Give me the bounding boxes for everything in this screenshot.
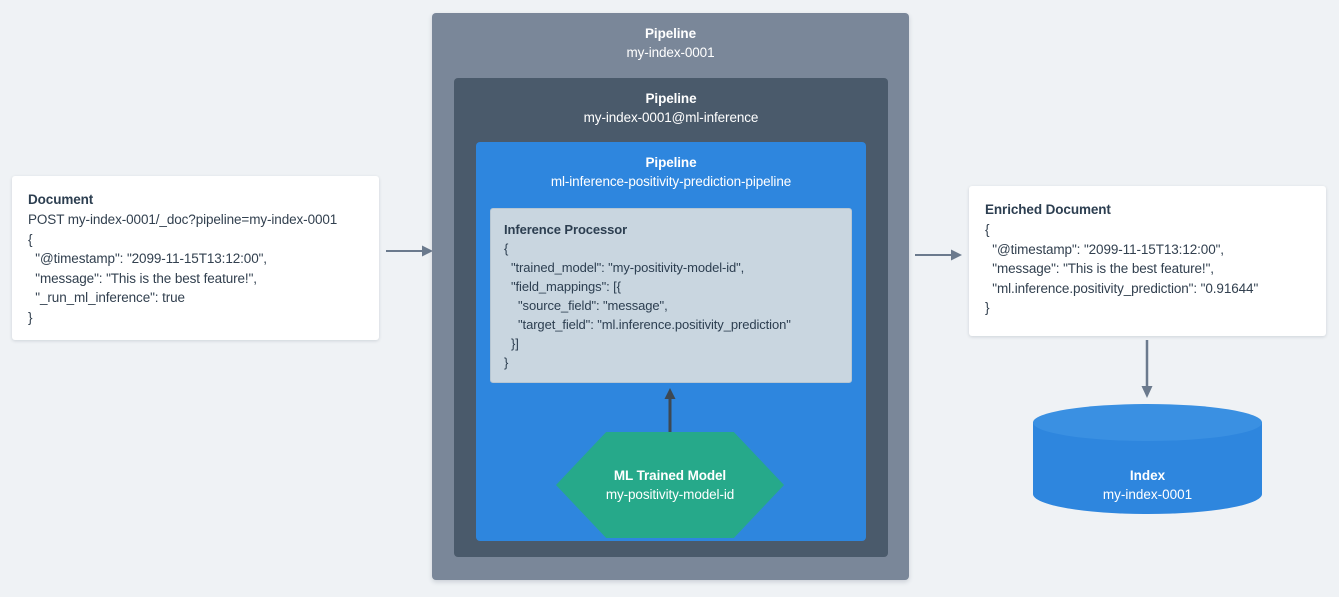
- inference-processor-line: "source_field": "message",: [504, 298, 668, 313]
- pipeline-middle-header: Pipeline my-index-0001@ml-inference: [454, 78, 888, 127]
- enriched-document-line: "message": "This is the best feature!",: [985, 261, 1214, 276]
- inference-processor-title: Inference Processor: [504, 222, 628, 237]
- index-value: my-index-0001: [1102, 487, 1193, 502]
- document-line: "_run_ml_inference": true: [28, 290, 185, 305]
- enriched-document-line: "ml.inference.positivity_prediction": "0…: [985, 280, 1259, 296]
- pipeline-outer-value: my-index-0001: [626, 45, 715, 60]
- inference-processor-line: }]: [504, 336, 519, 351]
- pipeline-outer-header: Pipeline my-index-0001: [432, 13, 909, 62]
- enriched-document-line: "@timestamp": "2099-11-15T13:12:00",: [985, 241, 1224, 257]
- document-card: Document POST my-index-0001/_doc?pipelin…: [12, 176, 379, 340]
- ml-trained-model-hexagon: ML Trained Model my-positivity-model-id: [556, 432, 784, 538]
- document-title: Document: [28, 192, 94, 207]
- document-line: POST my-index-0001/_doc?pipeline=my-inde…: [28, 212, 338, 227]
- arrow-document-to-pipeline: [386, 245, 433, 257]
- index-label: Index: [1129, 468, 1166, 483]
- document-line: }: [28, 309, 33, 325]
- ml-model-value: my-positivity-model-id: [605, 487, 735, 502]
- inference-processor-box: Inference Processor { "trained_model": "…: [490, 208, 852, 383]
- document-line: "@timestamp": "2099-11-15T13:12:00",: [28, 251, 267, 266]
- pipeline-outer-label: Pipeline: [645, 26, 696, 41]
- inference-processor-line: }: [504, 355, 509, 370]
- document-line: {: [28, 231, 33, 247]
- arrow-pipeline-to-enriched-document: [915, 249, 962, 261]
- document-line: "message": "This is the best feature!",: [28, 270, 257, 286]
- cylinder-top-ellipse: [1033, 404, 1262, 441]
- inference-processor-line: "target_field": "ml.inference.positivity…: [504, 317, 791, 332]
- pipeline-inner-header: Pipeline ml-inference-positivity-predict…: [476, 142, 866, 191]
- ml-model-label: ML Trained Model: [613, 468, 727, 483]
- index-text: Index my-index-0001: [1033, 466, 1262, 504]
- enriched-document-line: {: [985, 222, 990, 237]
- arrow-model-to-processor: [664, 388, 676, 434]
- enriched-document-card: Enriched Document { "@timestamp": "2099-…: [969, 186, 1326, 336]
- pipeline-inner-value: ml-inference-positivity-prediction-pipel…: [550, 174, 792, 189]
- inference-processor-line: "field_mappings": [{: [504, 279, 621, 294]
- enriched-document-line: }: [985, 300, 990, 315]
- index-cylinder: Index my-index-0001: [1033, 404, 1262, 532]
- pipeline-middle-value: my-index-0001@ml-inference: [583, 110, 759, 125]
- inference-processor-line: {: [504, 241, 509, 256]
- enriched-document-title: Enriched Document: [985, 202, 1111, 217]
- pipeline-inner-label: Pipeline: [645, 155, 697, 170]
- inference-processor-line: "trained_model": "my-positivity-model-id…: [504, 260, 745, 275]
- arrow-enriched-document-to-index: [1141, 340, 1153, 398]
- pipeline-middle-label: Pipeline: [645, 91, 697, 106]
